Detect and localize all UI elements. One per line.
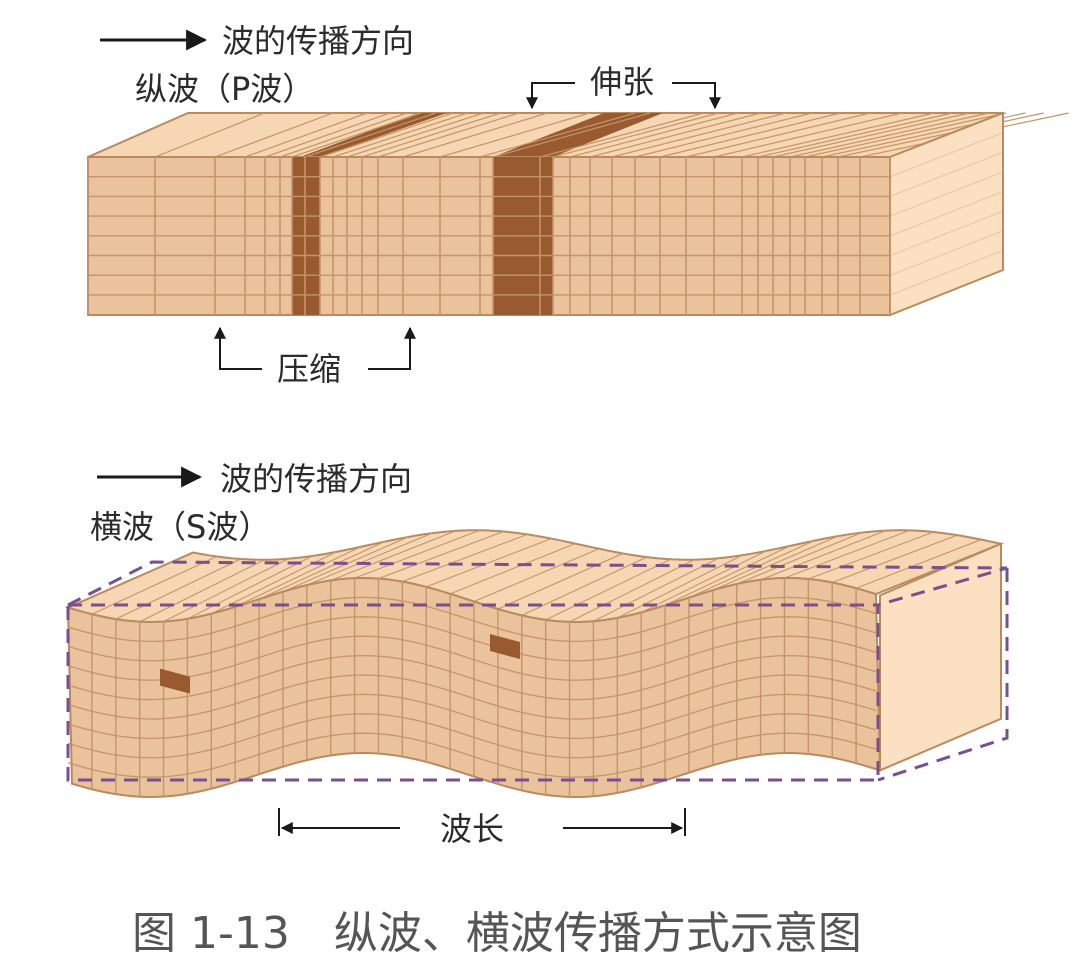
figure-caption: 图 1-13 纵波、横波传播方式示意图	[132, 908, 862, 959]
p-direction-label: 波的传播方向	[222, 22, 414, 60]
s-wave-section: 波的传播方向 横波（S波） 波长	[68, 460, 1007, 848]
s-wave-name: 横波（S波）	[90, 508, 270, 546]
compression-bracket-right	[368, 328, 410, 369]
compression-bracket-left	[220, 328, 262, 369]
wavelength-label: 波长	[440, 810, 504, 848]
p-wave-block	[88, 113, 1069, 315]
compression-label: 压缩	[277, 350, 341, 388]
s-wave-block	[68, 530, 1001, 797]
rarefaction-label: 伸张	[590, 63, 654, 101]
p-wave-section: 波的传播方向 纵波（P波） 伸张 压缩	[88, 22, 1069, 388]
p-wave-name: 纵波（P波）	[135, 70, 314, 108]
s-direction-label: 波的传播方向	[220, 460, 412, 498]
rarefaction-bracket-left	[532, 83, 575, 108]
rarefaction-bracket-right	[672, 83, 715, 108]
